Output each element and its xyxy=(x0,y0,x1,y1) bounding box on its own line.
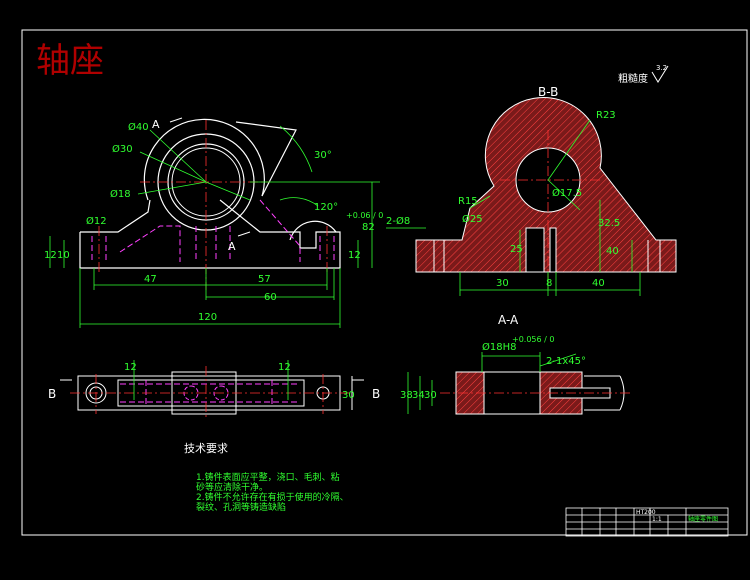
dim-h12-right: 12 xyxy=(348,250,361,261)
section-aa-title: A-A xyxy=(498,313,519,327)
dim-w57: 57 xyxy=(258,274,271,285)
dim-h40: 40 xyxy=(606,246,619,257)
dim-top-12a: 12 xyxy=(124,362,137,373)
front-view xyxy=(49,117,380,328)
title-block xyxy=(565,507,729,537)
section-bb-view xyxy=(386,97,677,296)
dim-fit-tol: +0.056 / 0 xyxy=(512,335,554,344)
dim-h82: 82 xyxy=(362,222,375,233)
notes-line-4: 裂纹、孔洞等铸造缺陷 xyxy=(196,501,286,513)
notes-line-2: 砂等应清除干净。 xyxy=(196,481,268,493)
dim-chamfer: 2-1x45° xyxy=(546,356,586,367)
notes-line-3: 2.铸件不允许存在有损于使用的冷隔、 xyxy=(196,491,349,503)
section-mark-b-right: B xyxy=(372,387,380,401)
dim-h10: 10 xyxy=(57,250,70,261)
dim-top-12b: 12 xyxy=(278,362,291,373)
section-bb-title: B-B xyxy=(538,85,558,99)
drawing-title: 轴座 xyxy=(36,41,104,81)
dim-d18: Ø18 xyxy=(110,188,131,200)
dim-ang120: 120° xyxy=(314,202,338,213)
roughness-value: 3.2 xyxy=(656,64,667,72)
roughness-label: 粗糙度 xyxy=(618,72,648,85)
dim-w47: 47 xyxy=(144,274,157,285)
sheet-frame xyxy=(21,29,748,536)
dim-ang30: 30° xyxy=(314,150,332,161)
dim-d30: Ø30 xyxy=(112,143,133,155)
dim-d40: Ø40 xyxy=(128,121,149,133)
section-mark-b-left: B xyxy=(48,387,56,401)
dim-w60: 60 xyxy=(264,292,277,303)
dim-aa-38: 38 xyxy=(400,390,413,401)
roughness-symbol-icon xyxy=(651,65,669,83)
dim-d17-5: Ø17.5 xyxy=(552,187,582,199)
dim-d12: Ø12 xyxy=(86,215,107,227)
section-mark-a-top: A xyxy=(152,118,160,131)
section-mark-a-bottom: A xyxy=(228,240,236,253)
dim-w30: 30 xyxy=(496,278,509,289)
dim-holes: 2-Ø8 xyxy=(386,215,410,227)
dim-r23: R23 xyxy=(596,110,616,121)
notes-heading: 技术要求 xyxy=(184,442,228,455)
titleblock-material: HT200 xyxy=(636,509,656,516)
notes-line-1: 1.铸件表面应平整，浇口、毛刺、粘 xyxy=(196,471,340,483)
dim-h82-tol: +0.06 / 0 xyxy=(346,211,383,220)
dim-w120: 120 xyxy=(198,312,217,323)
dim-aa-30: 30 xyxy=(424,390,437,401)
dim-aa-34: 34 xyxy=(412,390,425,401)
dim-d25: Ø25 xyxy=(462,213,483,225)
dim-r15: R15 xyxy=(458,196,478,207)
top-view xyxy=(60,360,364,418)
dim-h32-5: 32.5 xyxy=(598,218,620,229)
dim-fit: Ø18H8 xyxy=(482,341,516,353)
dim-w40: 40 xyxy=(592,278,605,289)
dim-top-30: 30 xyxy=(342,390,355,401)
dim-h12: 12 xyxy=(44,250,57,261)
section-aa-view xyxy=(407,352,630,415)
dim-w8: 8 xyxy=(546,278,552,289)
titleblock-name: 轴座零件图 xyxy=(688,515,718,523)
titleblock-scale: 1:1 xyxy=(652,516,662,523)
dim-h25: 25 xyxy=(510,244,523,255)
